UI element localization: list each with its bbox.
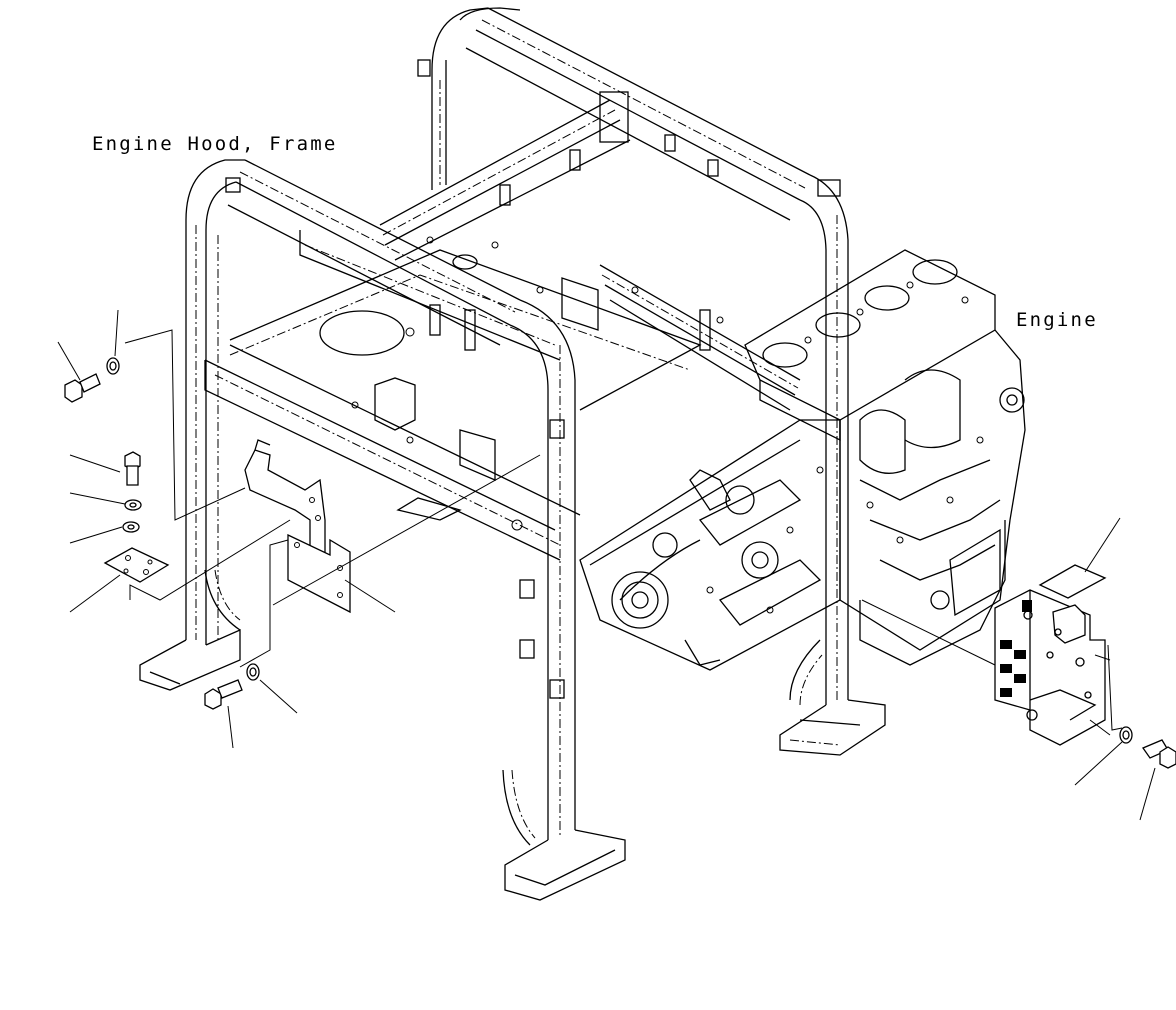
hood-frame-front-arch — [139, 159, 626, 901]
label-engine-hood-frame: Engine Hood, Frame — [92, 133, 338, 155]
right-bracket-assembly — [861, 517, 1176, 821]
hood-frame-rear-arch — [417, 7, 886, 756]
engine-block — [579, 249, 1026, 671]
label-engine: Engine — [1016, 309, 1098, 331]
hood-frame-cross-members — [204, 91, 801, 561]
left-bracket-assembly — [57, 309, 541, 749]
